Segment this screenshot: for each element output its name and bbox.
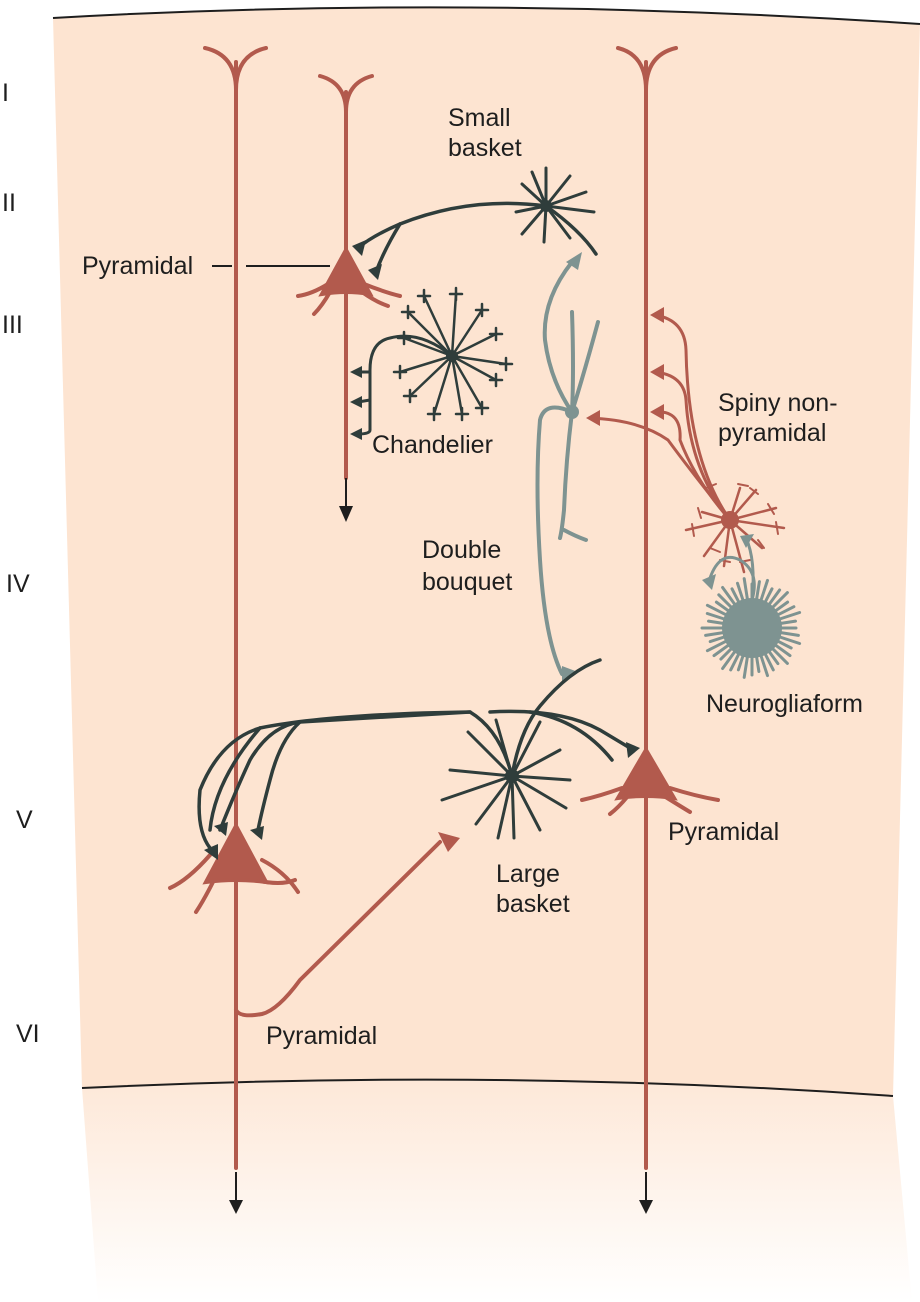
label-large-basket-1: Large	[496, 860, 560, 888]
neurogliaform-spike	[742, 577, 750, 604]
layer-label-5: V	[16, 806, 33, 834]
neurogliaform-soma	[722, 598, 782, 658]
white-matter-region	[82, 1079, 912, 1302]
chandelier-soma	[446, 350, 458, 362]
layer-label-4: IV	[6, 570, 30, 598]
output-arrows	[229, 478, 653, 1214]
large-basket-neuron	[197, 658, 632, 850]
large-basket-soma	[505, 769, 519, 783]
layer-label-3: III	[2, 311, 23, 339]
neurogliaform-spike	[705, 603, 731, 618]
chandelier-terminal-3	[350, 428, 362, 440]
spiny-terminal-4	[650, 307, 664, 323]
small-basket-soma	[540, 200, 552, 212]
neurogliaform-terminal-1	[702, 574, 716, 590]
label-pyramidal-upper: Pyramidal	[82, 252, 193, 280]
pyramidal-soma-upper	[318, 245, 374, 297]
label-small-basket-1: Small	[448, 104, 511, 132]
label-chandelier: Chandelier	[372, 431, 493, 459]
label-large-basket-2: basket	[496, 890, 570, 918]
chandelier-neuron	[356, 286, 514, 436]
spiny-nonpyramidal-soma	[721, 511, 739, 529]
layer-label-6: VI	[16, 1020, 40, 1048]
pyramidal-soma-left-deep	[202, 821, 270, 885]
label-pyramidal-right: Pyramidal	[668, 818, 779, 846]
double-bouquet-soma	[565, 405, 579, 419]
label-double-bouquet-2: bouquet	[422, 568, 512, 596]
spiny-terminal-2	[650, 404, 664, 420]
neurogliaform-spike	[768, 644, 789, 665]
neurogliaform-terminal-2	[740, 534, 754, 548]
spiny-terminal-1	[586, 410, 600, 426]
large-basket-terminal-4	[626, 742, 640, 758]
pyramidal-axon-terminal	[438, 832, 460, 852]
label-small-basket-2: basket	[448, 134, 522, 162]
white-matter-boundary	[81, 1078, 894, 1097]
pyramidal-soma-right	[614, 746, 678, 801]
chandelier-terminal-1	[350, 366, 362, 378]
pia-boundary	[52, 6, 920, 25]
label-double-bouquet-1: Double	[422, 536, 501, 564]
double-bouquet-terminal-top	[566, 252, 582, 270]
layer-label-1: I	[2, 79, 9, 107]
neurogliaform-spike	[705, 638, 731, 653]
label-spiny-nonpyramidal-1: Spiny non-	[718, 389, 838, 417]
label-spiny-nonpyramidal-2: pyramidal	[718, 419, 826, 447]
neurogliaform-spike	[768, 591, 789, 612]
large-basket-terminal-1	[204, 844, 218, 860]
pyramidal-neuron-left-deep	[168, 46, 460, 1170]
pyramidal-neuron-upper	[296, 74, 402, 480]
small-basket-terminal-2	[368, 264, 382, 280]
cortex-region	[53, 7, 920, 1096]
pyramidal-neuron-right	[580, 46, 720, 1170]
chandelier-terminal-2	[350, 396, 362, 408]
neurogliaform-spike	[742, 652, 750, 679]
label-pyramidal-lower: Pyramidal	[266, 1022, 377, 1050]
large-basket-terminal-2	[214, 822, 228, 836]
spiny-terminal-3	[650, 364, 664, 380]
double-bouquet-neuron	[535, 260, 600, 676]
small-basket-terminal-1	[352, 240, 366, 256]
large-basket-terminal-3	[250, 826, 264, 840]
layer-label-2: II	[2, 189, 16, 217]
label-neurogliaform: Neurogliaform	[706, 690, 863, 718]
